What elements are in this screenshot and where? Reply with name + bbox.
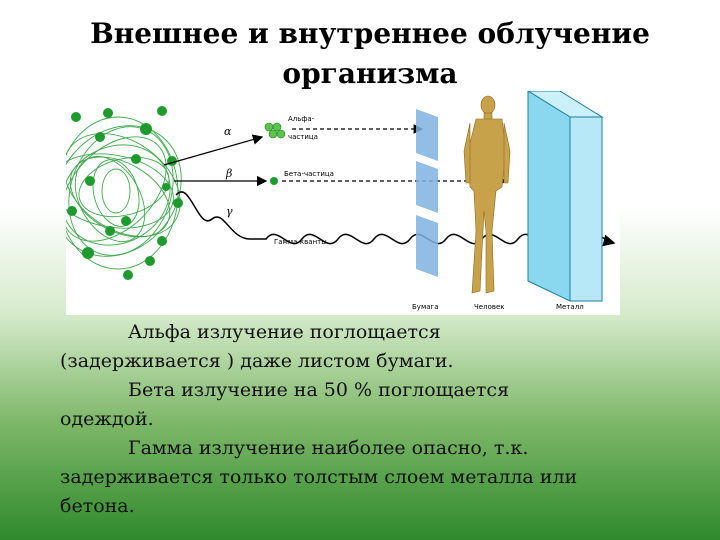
radiation-source [66,116,182,270]
alpha-particle-label-1: Альфа- [288,115,315,123]
gamma-quanta-label: Гамма-кванты [274,238,327,246]
text-line-6: задерживается только толстым слоем метал… [60,466,578,488]
text-line-7: бетона. [60,495,135,517]
metal-block [527,91,604,302]
text-line-4: одеждой. [60,408,154,430]
beta-particle-label: Бета-частица [284,170,334,178]
source-nuclei [67,106,183,280]
alpha-symbol: α [224,125,232,138]
radiation-figure: α Альфа- частица β Бета-частица γ Гамма-… [66,91,620,315]
beta-particle [270,177,278,185]
title-line-1: Внешнее и внутреннее облучение [90,17,650,50]
gamma-symbol: γ [226,205,233,218]
explanation-text: Альфа излучение поглощается (задерживает… [60,318,690,521]
alpha-particle-label-2: частица [288,133,318,141]
alpha-ray [163,134,264,166]
human-label: Человек [474,303,505,311]
alpha-particle [264,122,286,139]
text-line-2: (задерживается ) даже листом бумаги. [60,350,454,372]
text-line-1: Альфа излучение поглощается [128,321,441,343]
text-line-5: Гамма излучение наиболее опасно, т.к. [128,437,529,459]
paper-sheets [416,109,438,277]
title-line-2: организма [282,57,458,90]
metal-label: Металл [556,303,584,311]
paper-label: Бумага [412,303,438,311]
beta-symbol: β [225,167,232,180]
text-line-3: Бета излучение на 50 % поглощается [128,379,510,401]
human-figure [463,95,511,294]
slide-title: Внешнее и внутреннее облучение организма [0,14,720,94]
